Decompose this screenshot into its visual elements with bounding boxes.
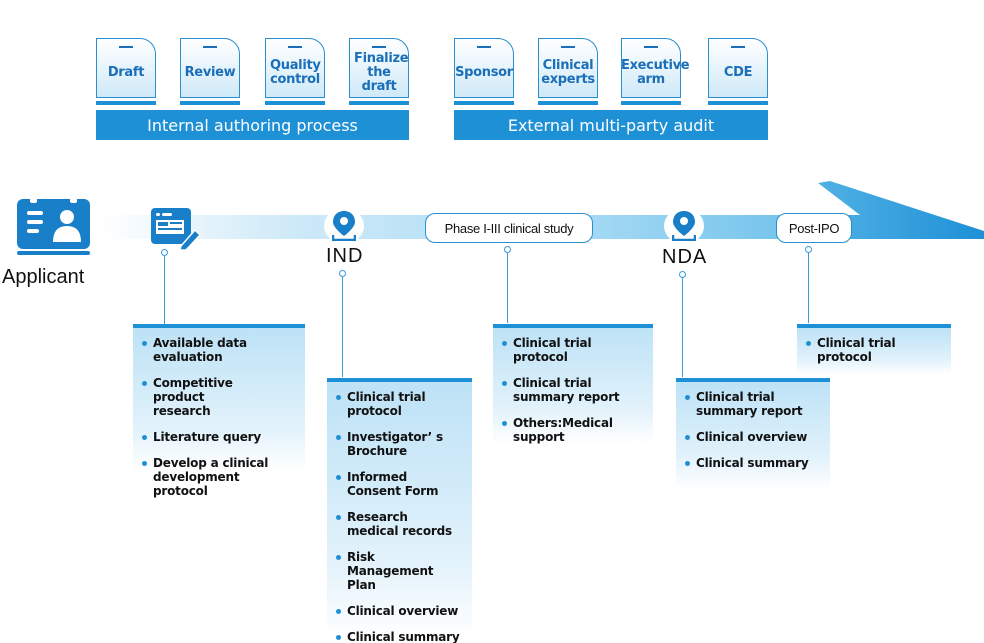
card-tab: [731, 46, 745, 48]
list-item: Research medical records: [336, 510, 457, 538]
list-item: Develop a clinical development protocol: [142, 456, 293, 498]
card-tab: [288, 46, 302, 48]
list-item: Others:Medical support: [502, 416, 647, 444]
post-ipo-list-panel: Clinical trial protocol: [797, 324, 951, 374]
location-pin-icon: [672, 211, 696, 241]
list-item: Clinical trial protocol: [806, 336, 945, 364]
external-audit-title: External multi-party audit: [507, 115, 715, 135]
preparation-list-panel: Available data evaluation Competitive pr…: [133, 324, 305, 498]
card-underline: [265, 101, 325, 105]
list-item: Clinical overview: [685, 430, 824, 444]
ind-list-panel: Clinical trial protocol Investigator’ s …: [327, 378, 472, 643]
clinical-study-list-panel: Clinical trial protocol Clinical trial s…: [493, 324, 653, 444]
list-item: Competitive product research: [142, 376, 263, 418]
step-card-executive-arm: Executive arm: [621, 38, 690, 98]
card-tab: [119, 46, 133, 48]
card-underline: [621, 101, 681, 105]
card-underline: [96, 101, 156, 105]
connector-line: [808, 253, 809, 323]
document-edit-icon: [151, 208, 201, 250]
milestone-ind: IND: [326, 245, 364, 267]
list-item: Risk Management Plan: [336, 550, 457, 592]
card-tab: [372, 46, 386, 48]
card-tab: [477, 46, 491, 48]
list-item: Investigator’ s Brochure: [336, 430, 447, 458]
connector-line: [507, 253, 508, 323]
applicant-id-card-icon: [17, 197, 90, 255]
list-item: Available data evaluation: [142, 336, 299, 364]
card-underline: [454, 101, 514, 105]
step-label: Sponsor: [455, 65, 513, 80]
nda-list-panel: Clinical trial summary report Clinical o…: [676, 378, 830, 490]
connector-dot: [504, 246, 511, 253]
step-card-review: Review: [180, 38, 240, 98]
connector-dot: [679, 271, 686, 278]
step-label: Draft: [107, 65, 145, 80]
step-card-draft: Draft: [96, 38, 156, 98]
milestone-nda: NDA: [662, 246, 708, 268]
list-item: Clinical summary: [336, 630, 466, 643]
list-item: Clinical overview: [336, 604, 466, 618]
card-tab: [644, 46, 658, 48]
step-card-quality-control: Quality control: [265, 38, 325, 98]
step-label: Finalize the draft: [354, 51, 409, 94]
list-item: Clinical trial summary report: [685, 390, 826, 418]
card-underline: [538, 101, 598, 105]
list-item: Clinical summary: [685, 456, 824, 470]
list-item: Clinical trial protocol: [502, 336, 647, 364]
step-label: Quality control: [270, 58, 321, 87]
list-item: Clinical trial protocol: [336, 390, 466, 418]
step-label: Review: [184, 65, 236, 80]
list-item: Informed Consent Form: [336, 470, 457, 498]
phase-clinical-study-pill: Phase I-III clinical study: [425, 213, 593, 243]
card-tab: [561, 46, 575, 48]
applicant-label: Applicant: [2, 266, 85, 288]
connector-dot: [161, 249, 168, 256]
list-item: Clinical trial summary report: [502, 376, 643, 404]
internal-process-title: Internal authoring process: [147, 115, 358, 135]
location-pin-icon: [332, 211, 356, 241]
card-underline: [180, 101, 240, 105]
connector-dot: [805, 246, 812, 253]
card-underline: [349, 101, 409, 105]
step-label: Clinical experts: [541, 58, 595, 87]
external-audit-bar: External multi-party audit: [454, 110, 768, 140]
card-tab: [203, 46, 217, 48]
connector-line: [342, 277, 343, 377]
card-underline: [708, 101, 768, 105]
step-card-sponsor: Sponsor: [454, 38, 514, 98]
connector-dot: [339, 270, 346, 277]
step-card-finalize: Finalize the draft: [349, 38, 409, 98]
connector-line: [164, 256, 165, 324]
internal-process-bar: Internal authoring process: [96, 110, 409, 140]
phase-post-ipo-pill: Post-IPO: [776, 213, 852, 243]
list-item: Literature query: [142, 430, 299, 444]
step-card-cde: CDE: [708, 38, 768, 98]
connector-line: [682, 278, 683, 377]
step-card-clinical-experts: Clinical experts: [538, 38, 598, 98]
step-label: CDE: [723, 65, 753, 80]
step-label: Executive arm: [621, 58, 690, 87]
